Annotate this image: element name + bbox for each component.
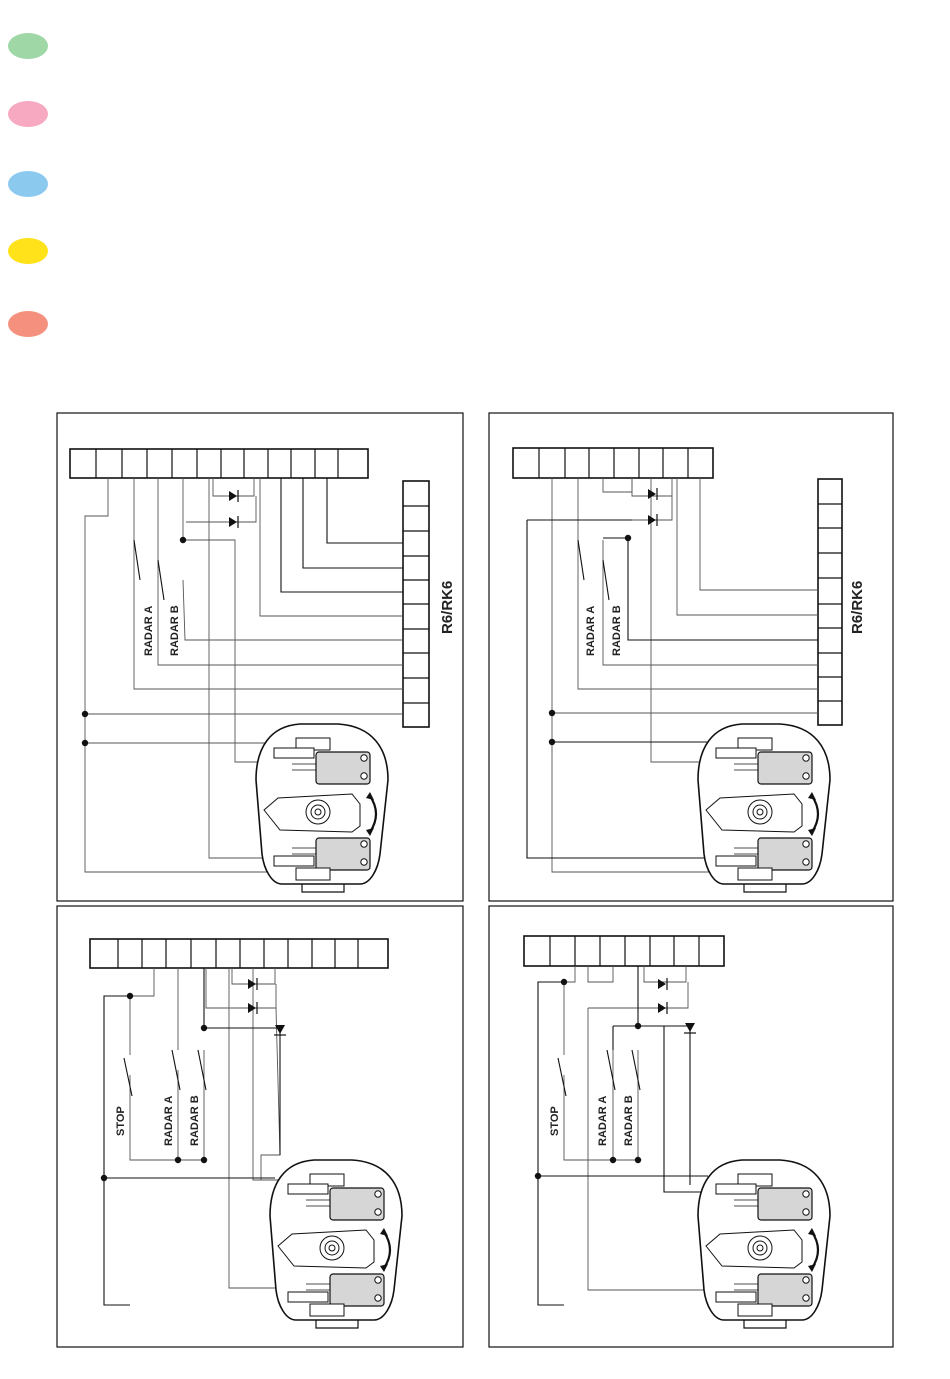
label-radar-b: RADAR B [169,605,181,656]
label-radar-b: RADAR B [611,605,623,656]
label-stop: STOP [115,1106,127,1136]
panel-bottom-left: STOP RADAR A RADAR B [57,906,463,1347]
label-radar-a: RADAR A [597,1096,609,1146]
label-radar-b: RADAR B [623,1095,635,1146]
label-receiver: R6/RK6 [849,581,866,634]
label-radar-a: RADAR A [143,606,155,656]
label-radar-a: RADAR A [585,606,597,656]
label-radar-b: RADAR B [189,1095,201,1146]
panel-top-right: RADAR A RADAR B R6/RK6 [489,413,893,901]
panel-bottom-right: STOP RADAR A RADAR B [489,906,893,1347]
label-radar-a: RADAR A [163,1096,175,1146]
panel-top-left: RADAR A RADAR B R6/RK6 [57,413,463,901]
label-stop: STOP [549,1106,561,1136]
label-receiver: R6/RK6 [439,581,456,634]
